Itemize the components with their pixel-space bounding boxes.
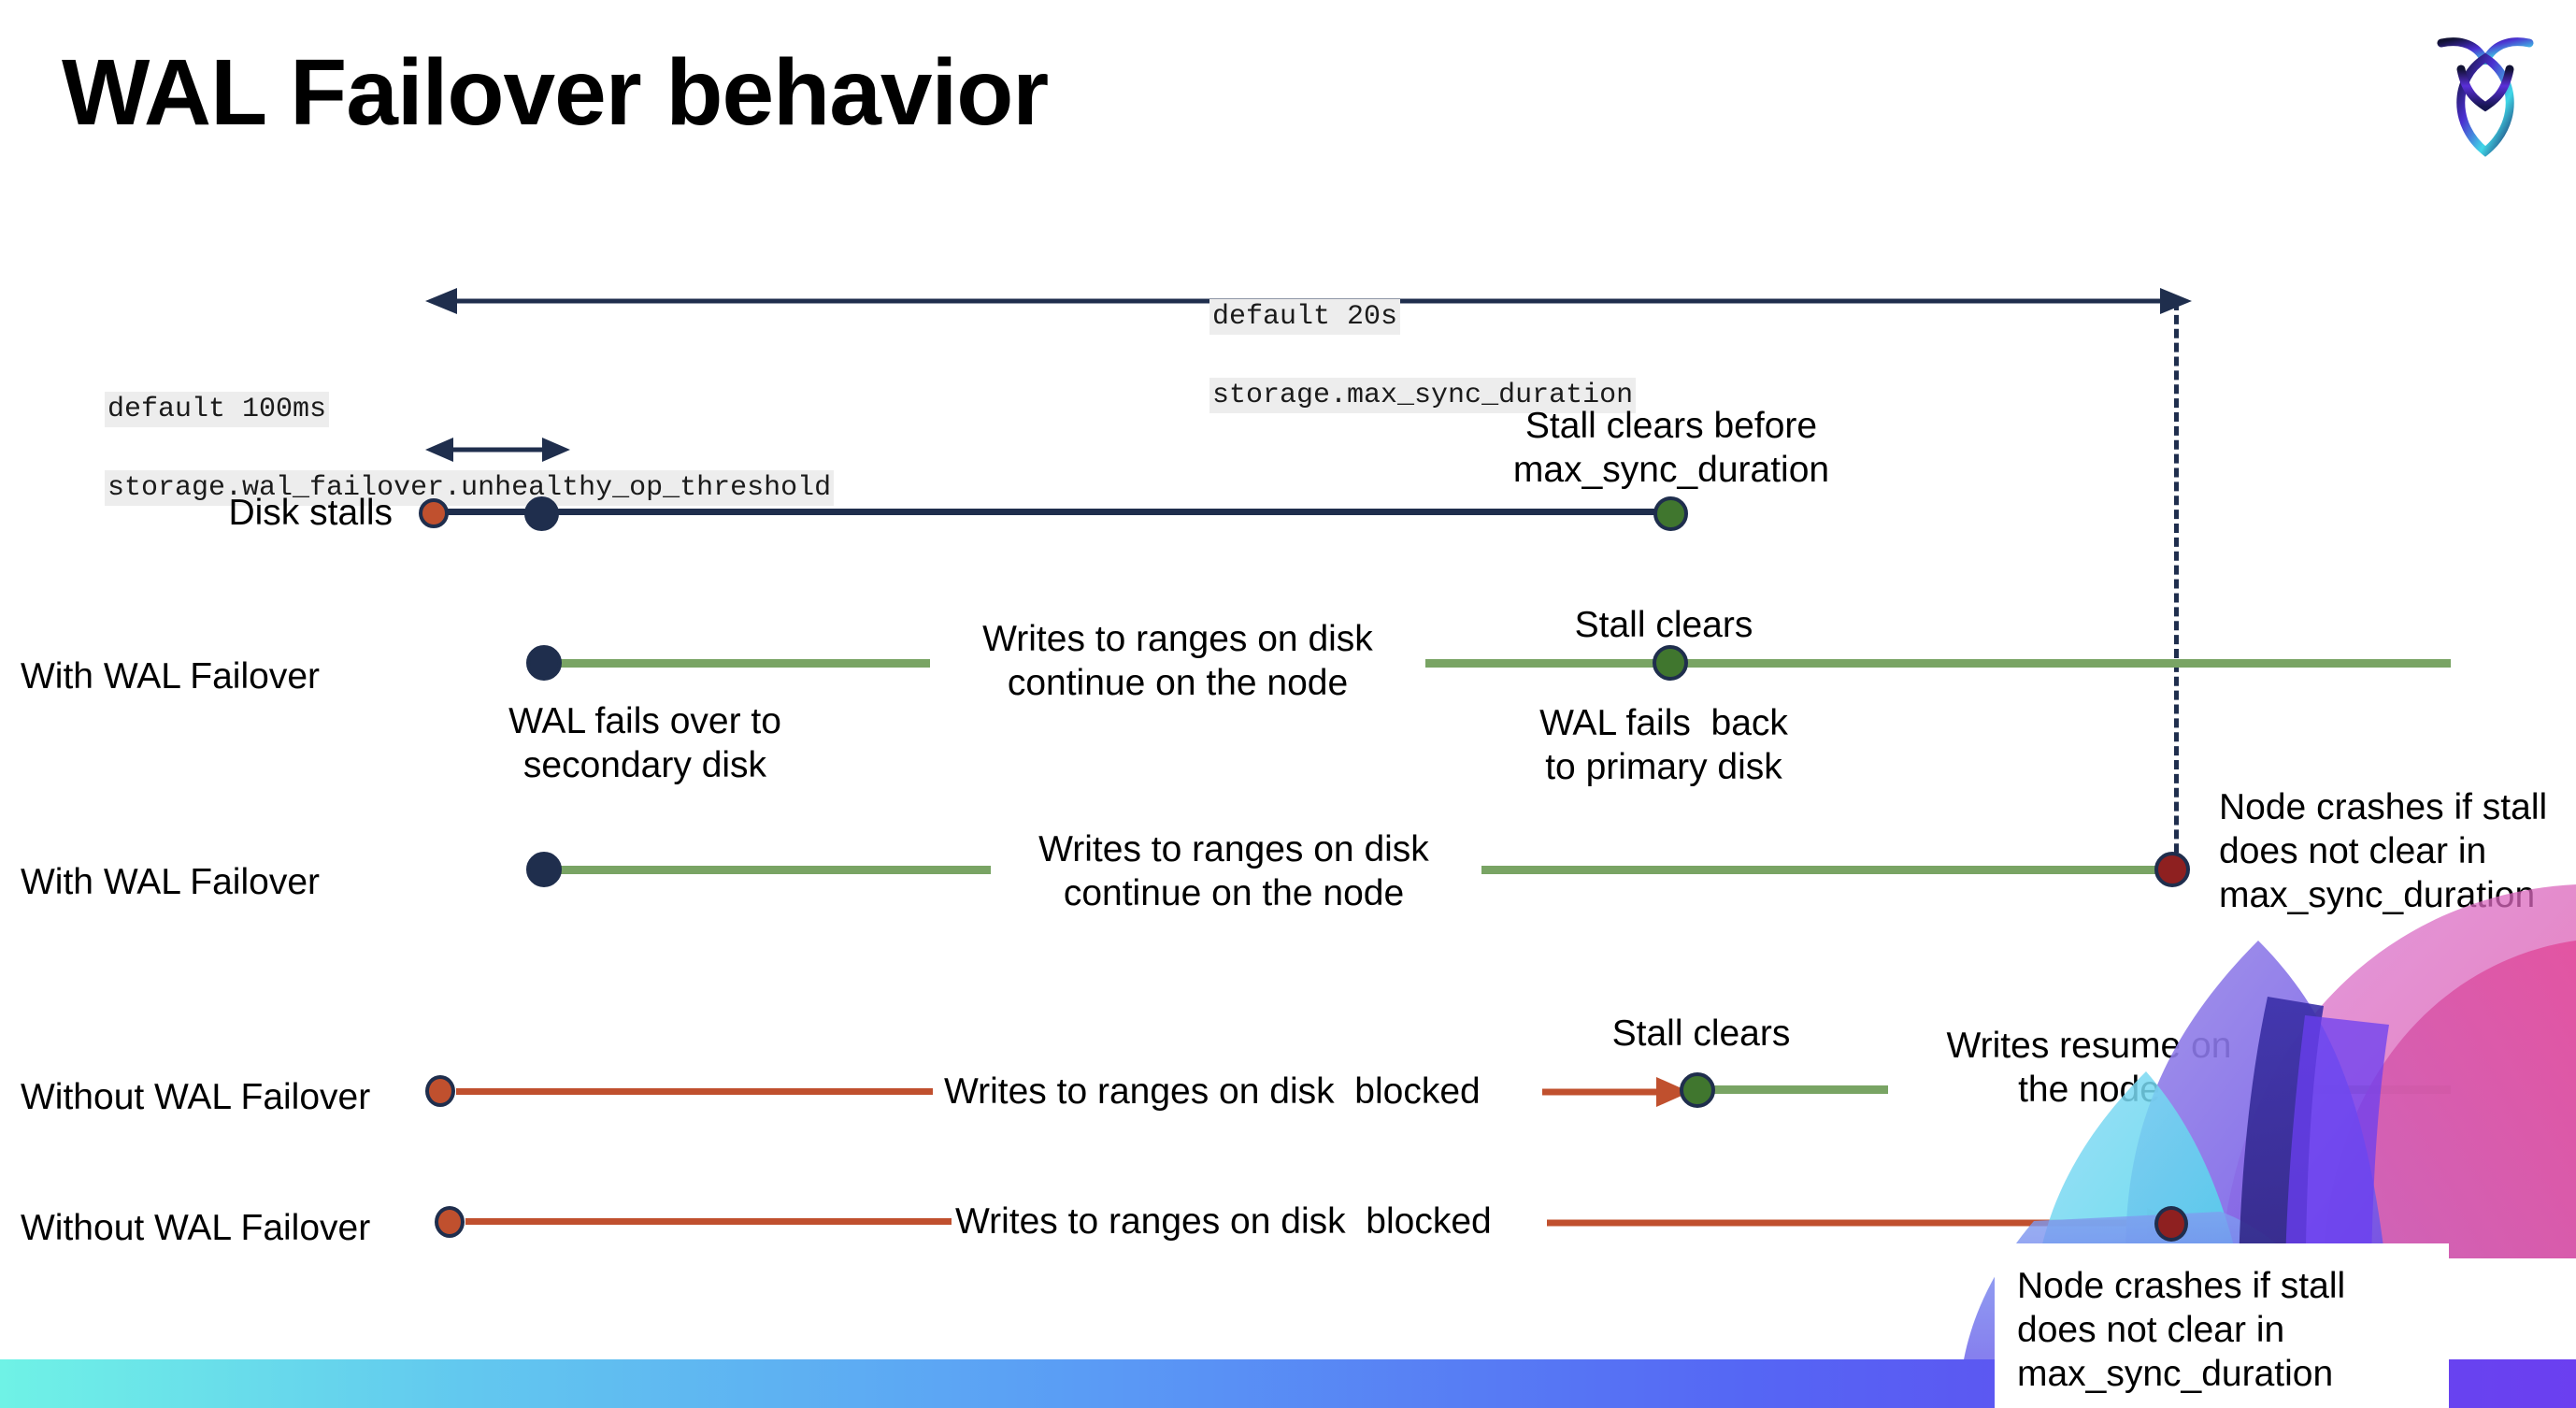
with-wal-failover-1-end-annotation: WAL fails back to primary disk <box>1539 703 1788 787</box>
cockroachdb-logo-icon <box>2415 21 2555 170</box>
without-wal-failover-2-blocked-arrow <box>1547 1208 2181 1238</box>
row-label-without-wal-failover-1: Without WAL Failover <box>21 1077 371 1117</box>
unhealthy-op-threshold-span-arrow <box>425 438 570 462</box>
with-wal-failover-1-start-annotation: WAL fails over to secondary disk <box>508 701 781 785</box>
without-wal-failover-1-stall-clears-annotation: Stall clears <box>1611 1013 1791 1054</box>
disk-stalls-clear-dot <box>1653 496 1688 531</box>
without-wal-failover-1-resume-segment-b <box>2290 1085 2451 1094</box>
unhealthy-op-setting-name: storage.wal_failover.unhealthy_op_thresh… <box>105 470 835 506</box>
with-wal-failover-1-failover-dot <box>526 645 562 681</box>
disk-stalls-failover-dot <box>524 496 559 531</box>
without-wal-failover-1-resume-segment <box>1696 1085 1888 1094</box>
with-wal-failover-2-segment-b <box>1481 866 2173 874</box>
with-wal-failover-2-crash-dot <box>2154 852 2190 887</box>
row-label-with-wal-failover-2: With WAL Failover <box>21 862 320 902</box>
disk-stalls-clear-annotation: Stall clears before max_sync_duration <box>1512 406 1830 490</box>
max-sync-default-label: default 20s <box>1209 299 1401 335</box>
with-wal-failover-2-failover-dot <box>526 852 562 887</box>
with-wal-failover-1-mid-annotation: Writes to ranges on disk continue on the… <box>982 619 1373 703</box>
without-wal-failover-1-blocked-segment-a <box>456 1088 933 1095</box>
with-wal-failover-2-mid-annotation: Writes to ranges on disk continue on the… <box>1038 829 1429 913</box>
row-label-disk-stalls: Disk stalls <box>228 493 393 533</box>
row-label-with-wal-failover-1: With WAL Failover <box>21 656 320 697</box>
without-wal-failover-2-blocked-segment-a <box>465 1218 952 1225</box>
max-sync-setting-name: storage.max_sync_duration <box>1209 378 1637 413</box>
row-label-without-wal-failover-2: Without WAL Failover <box>21 1208 371 1248</box>
without-wal-failover-1-mid-annotation: Writes to ranges on disk blocked <box>944 1071 1481 1112</box>
disk-stalls-start-dot <box>419 498 449 528</box>
max-sync-duration-setting: default 20s storage.max_sync_duration <box>1142 258 1637 454</box>
without-wal-failover-1-clear-dot <box>1680 1072 1715 1108</box>
with-wal-failover-1-segment-a <box>547 659 930 668</box>
without-wal-failover-2-crash-dot <box>2154 1206 2188 1242</box>
with-wal-failover-2-crash-annotation: Node crashes if stall does not clear in … <box>2219 787 2548 915</box>
page-title: WAL Failover behavior <box>62 40 1049 145</box>
without-wal-failover-2-mid-annotation: Writes to ranges on disk blocked <box>955 1201 1492 1242</box>
unhealthy-op-default-label: default 100ms <box>105 392 330 427</box>
without-wal-failover-2-crash-annotation: Node crashes if stall does not clear in … <box>2017 1266 2346 1394</box>
without-wal-failover-1-blocked-arrow <box>1542 1077 1690 1107</box>
with-wal-failover-1-clear-dot <box>1653 645 1688 681</box>
without-wal-failover-2-start-dot <box>435 1206 465 1238</box>
unhealthy-op-threshold-setting: default 100ms storage.wal_failover.unhea… <box>37 351 835 547</box>
with-wal-failover-1-stall-clears-annotation: Stall clears <box>1574 605 1753 645</box>
with-wal-failover-1-segment-b <box>1425 659 2451 668</box>
without-wal-failover-1-resume-annotation: Writes resume on the node <box>1946 1026 2232 1110</box>
max-sync-duration-dashed-guide <box>2174 301 2179 881</box>
disk-stalls-timeline <box>439 509 1673 515</box>
with-wal-failover-2-segment-a <box>547 866 991 874</box>
without-wal-failover-1-start-dot <box>425 1075 455 1107</box>
